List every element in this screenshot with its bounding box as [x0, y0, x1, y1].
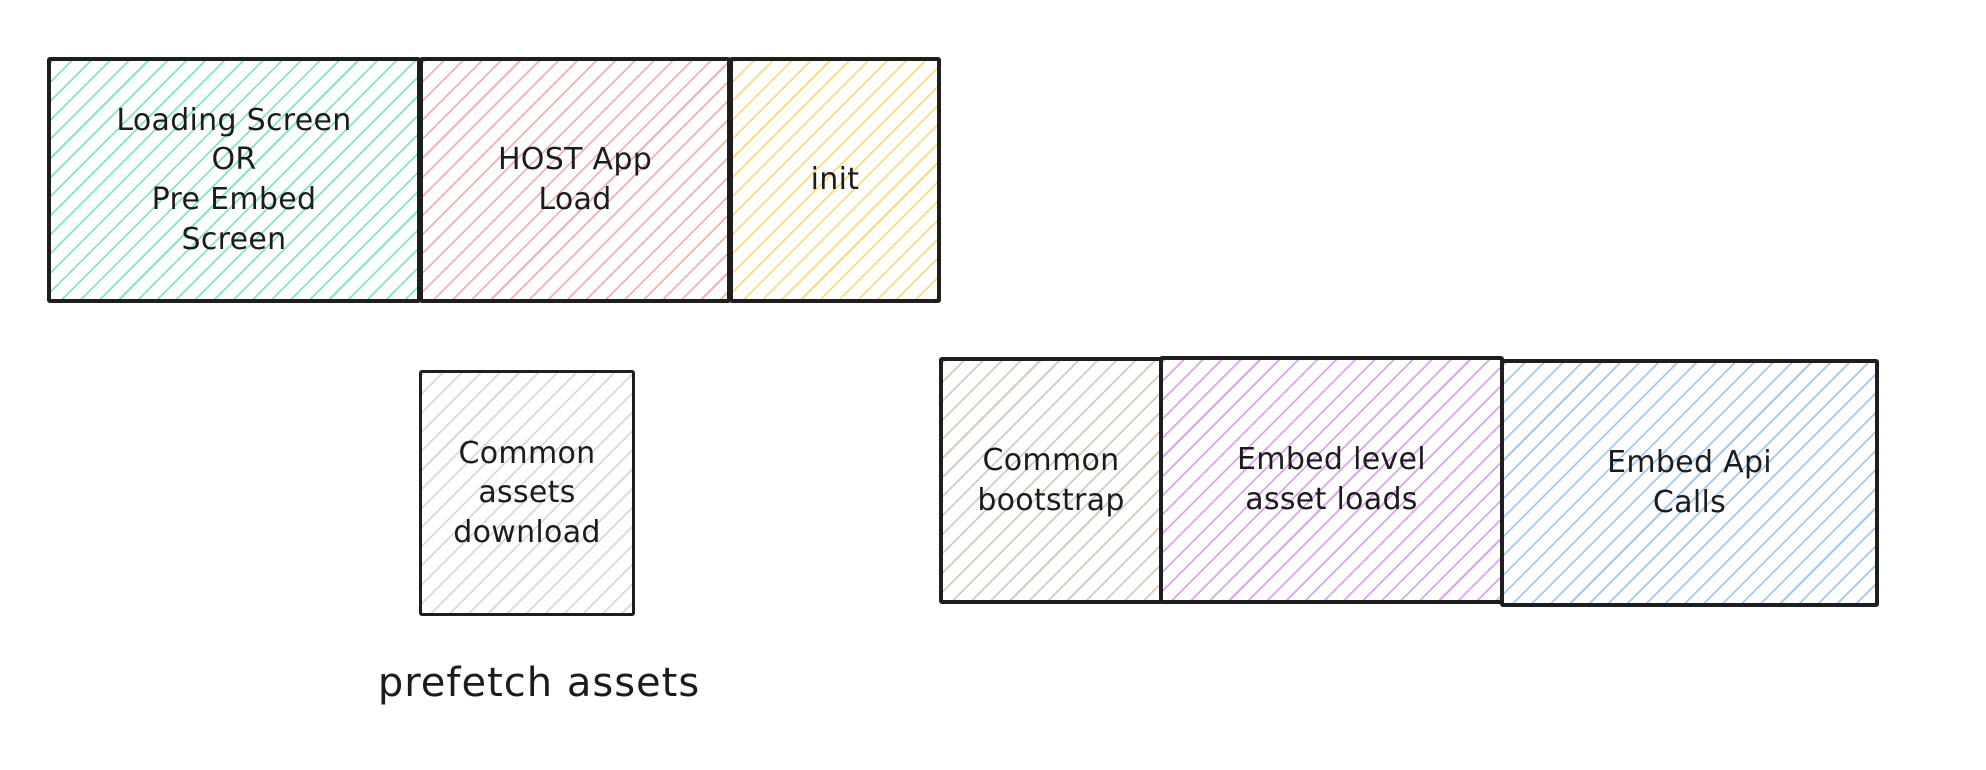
box-common-assets-download: Common assets download — [419, 370, 635, 616]
box-embed-level-asset-loads: Embed level asset loads — [1159, 356, 1504, 604]
label-line: Common — [458, 435, 596, 471]
label-line: OR — [211, 142, 257, 178]
prefetch-assets-caption: prefetch assets — [377, 660, 701, 706]
box-loading-screen-label: Loading Screen OR Pre Embed Screen — [116, 101, 351, 259]
box-loading-screen: Loading Screen OR Pre Embed Screen — [47, 57, 421, 303]
box-host-app-load-label: HOST App Load — [498, 140, 652, 219]
box-host-app-load: HOST App Load — [419, 57, 731, 303]
label-line: download — [453, 514, 601, 550]
box-embed-api-calls: Embed Api Calls — [1500, 359, 1879, 607]
label-line: Pre Embed — [151, 182, 317, 217]
box-embed-api-calls-label: Embed Api Calls — [1607, 443, 1772, 522]
label-line: Calls — [1652, 485, 1727, 520]
label-line: init — [810, 162, 860, 198]
label-line: assets — [478, 475, 576, 511]
box-common-bootstrap-label: Common bootstrap — [977, 441, 1124, 520]
box-init-label: init — [811, 160, 860, 200]
label-line: Embed Api — [1607, 445, 1772, 481]
label-line: HOST App — [497, 142, 653, 178]
label-line: Loading Screen — [116, 102, 352, 138]
label-line: Embed level — [1237, 442, 1426, 478]
label-line: bootstrap — [977, 482, 1125, 518]
box-common-assets-download-label: Common assets download — [453, 434, 600, 553]
box-init: init — [729, 57, 941, 303]
label-line: asset loads — [1245, 482, 1418, 517]
label-line: Screen — [181, 221, 287, 257]
box-embed-level-asset-loads-label: Embed level asset loads — [1237, 440, 1426, 519]
label-line: Load — [538, 182, 612, 217]
box-common-bootstrap: Common bootstrap — [939, 357, 1163, 604]
label-line: Common — [982, 442, 1120, 478]
